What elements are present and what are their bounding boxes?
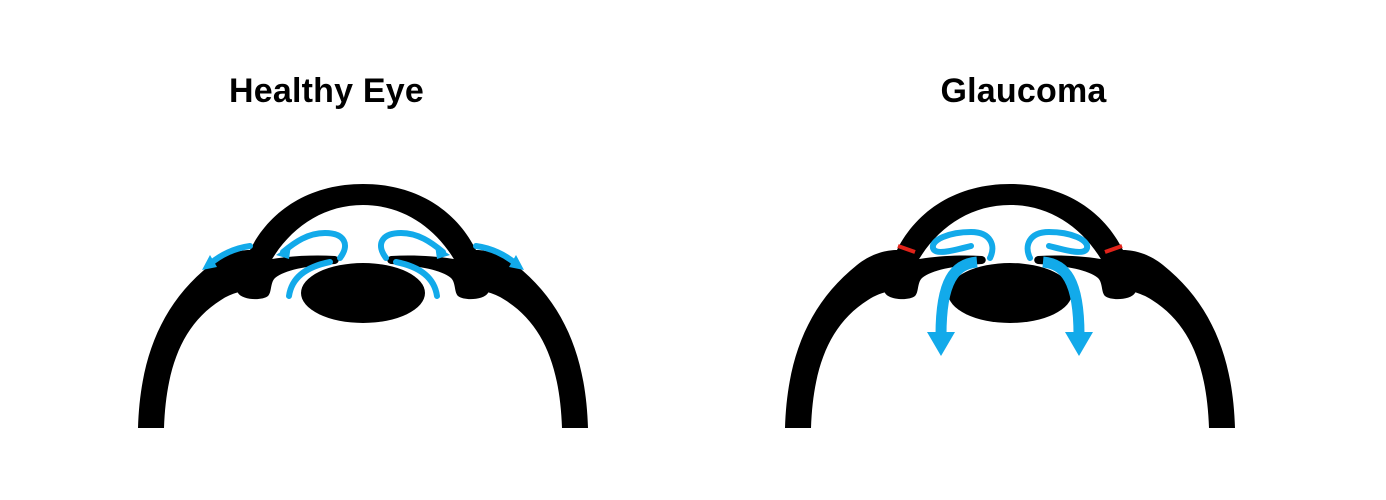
glaucoma-panel: Glaucoma — [693, 0, 1386, 500]
healthy-eye-title: Healthy Eye — [229, 72, 424, 110]
healthy-eye-diagram — [138, 184, 588, 428]
flow-path — [280, 229, 348, 261]
flow-path — [1042, 256, 1085, 336]
glaucoma-title: Glaucoma — [940, 72, 1107, 110]
flow-path — [929, 228, 996, 261]
blockage-mark-left — [897, 244, 916, 254]
iris-left — [231, 255, 339, 300]
flow-path — [393, 259, 440, 299]
lens — [948, 263, 1072, 323]
flow-arrowhead — [927, 332, 955, 356]
flow-path — [935, 256, 978, 336]
flow-path — [378, 229, 446, 261]
iris-right — [1034, 255, 1142, 300]
flow-path — [286, 259, 333, 299]
flow-arrowhead — [1065, 332, 1093, 356]
lens — [301, 263, 425, 323]
flow-arrowheads — [927, 332, 1093, 356]
iris-right — [387, 255, 495, 300]
flow-path — [1024, 228, 1091, 261]
flow-arrowhead — [276, 245, 291, 259]
glaucoma-diagram — [785, 184, 1235, 428]
flow-arrowhead — [202, 255, 217, 270]
fluid-flow — [929, 228, 1091, 261]
flow-arrowhead — [435, 245, 450, 259]
iris-left — [878, 255, 986, 300]
healthy-eye-panel: Healthy Eye — [138, 72, 588, 428]
blockage-mark-right — [1104, 244, 1123, 254]
downward-flow — [935, 256, 1085, 336]
flow-arrowhead — [509, 255, 524, 270]
blockage-marks — [897, 244, 1123, 254]
flow-arrowheads — [202, 245, 524, 270]
